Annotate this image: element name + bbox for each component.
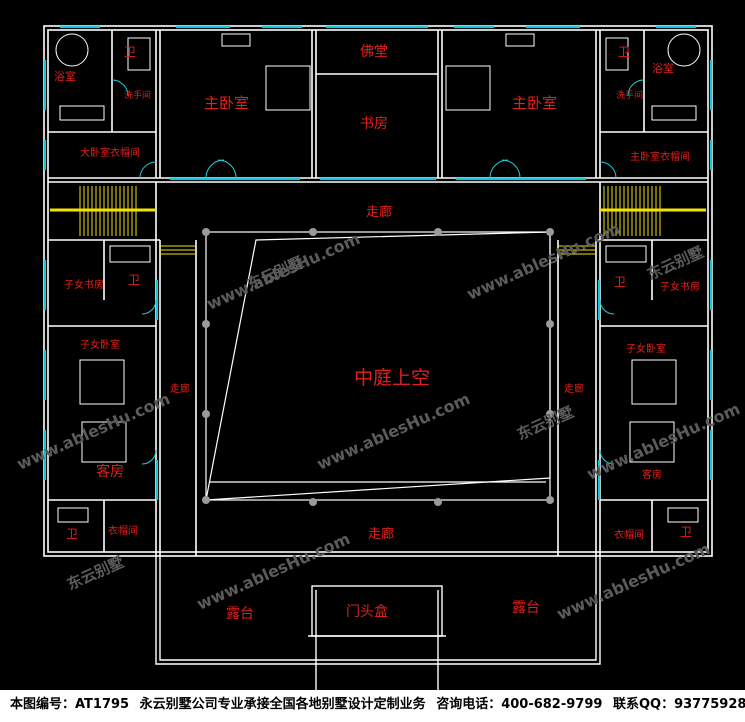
stairs-right <box>600 186 706 236</box>
label-bath-left: 浴室 <box>54 69 76 83</box>
room-labels: 浴室 浴室 卫 卫 洗手间 洗手间 主卧室 主卧室 佛堂 书房 大卧室衣帽间 主… <box>54 44 700 622</box>
footer-label: 本图编号：AT1795 <box>10 697 130 712</box>
label-kids-study-left: 子女书房 <box>64 278 104 291</box>
label-gate: 门头盒 <box>346 603 388 620</box>
watermark-brand: 东云别墅 <box>644 243 706 284</box>
windows <box>43 25 713 500</box>
label-kids-bed-right: 子女卧室 <box>626 342 666 355</box>
label-study: 书房 <box>360 116 388 132</box>
label-master-left: 主卧室 <box>204 94 249 112</box>
label-wc-mid-right: 卫 <box>614 275 626 289</box>
footer-qq: 联系QQ：93775928 <box>612 697 745 712</box>
label-kids-bed-left: 子女卧室 <box>80 338 120 351</box>
label-wash-left: 洗手间 <box>124 89 151 101</box>
label-guest-right: 客房 <box>642 468 662 481</box>
label-closet-right: 主卧室衣帽间 <box>630 150 690 163</box>
label-corridor-side-right: 走廊 <box>564 382 584 395</box>
watermark-brand: 东云别墅 <box>64 553 126 594</box>
label-kids-study-right: 子女书房 <box>660 280 700 293</box>
watermark-text: www.ablesHu.com <box>14 389 173 474</box>
label-courtyard: 中庭上空 <box>354 367 430 389</box>
label-guest-left: 客房 <box>96 463 124 480</box>
courtyard-void <box>205 231 551 501</box>
label-corridor-side-left: 走廊 <box>170 382 190 395</box>
label-wc-top-left: 卫 <box>124 45 136 59</box>
courtyard-columns <box>202 228 554 506</box>
footer-bar: 本图编号：AT1795 永云别墅公司专业承接全国各地别墅设计定制业务 咨询电话：… <box>0 690 745 722</box>
watermark-brand: 东云别墅 <box>514 403 576 444</box>
label-shrine: 佛堂 <box>360 44 388 60</box>
label-wc-bottom-right: 卫 <box>680 525 692 539</box>
label-wc-top-right: 卫 <box>618 45 630 59</box>
watermark-text: www.ablesHu.com <box>314 389 473 474</box>
stair-landings <box>160 245 596 255</box>
watermarks: www.ablesHu.com www.ablesHu.com www.able… <box>14 219 743 624</box>
floor-plan-svg: www.ablesHu.com www.ablesHu.com www.able… <box>14 25 743 690</box>
label-wardrobe-left: 衣帽间 <box>108 524 138 537</box>
label-wash-right: 洗手间 <box>616 89 643 101</box>
label-corridor-bottom: 走廊 <box>368 526 394 542</box>
watermark-text: www.ablesHu.com <box>194 529 353 614</box>
stairs-left <box>50 186 156 236</box>
watermark-text: www.ablesHu.com <box>584 399 743 484</box>
footer-company: 永云别墅公司专业承接全国各地别墅设计定制业务 <box>139 697 426 712</box>
label-wardrobe-right: 衣帽间 <box>614 528 644 541</box>
label-closet-left: 大卧室衣帽间 <box>80 146 140 159</box>
label-corridor-top: 走廊 <box>366 204 392 220</box>
label-wc-bottom-left: 卫 <box>66 527 78 541</box>
footer-phone: 咨询电话：400-682-9799 <box>436 697 603 712</box>
label-terrace-right: 露台 <box>512 600 540 616</box>
label-wc-mid-left: 卫 <box>128 273 140 287</box>
door-swings <box>111 79 645 465</box>
watermark-brand: 东云别墅 <box>244 253 306 294</box>
outer-walls <box>43 25 713 557</box>
fixtures <box>55 33 701 523</box>
label-bath-right: 浴室 <box>652 61 674 75</box>
terrace-outline <box>155 556 601 690</box>
label-master-right: 主卧室 <box>512 94 557 112</box>
label-terrace-left: 露台 <box>226 606 254 622</box>
